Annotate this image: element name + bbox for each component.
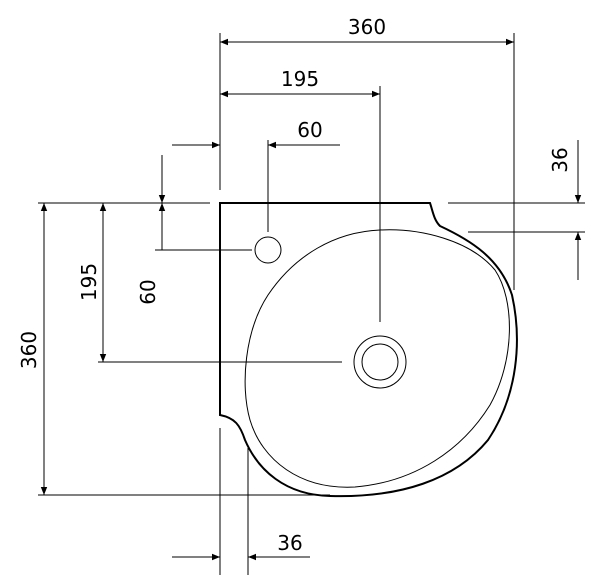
dim-label-left-195: 195 [77,263,101,301]
basin-outer-outline [219,202,518,498]
dim-label-top-360: 360 [348,15,386,39]
drain-inner-ring [361,343,399,381]
drain-outer-ring [353,335,407,389]
tap-hole [254,236,282,264]
dim-label-bottom-36: 36 [277,531,302,555]
dim-label-right-36: 36 [548,147,572,172]
dim-label-top-195: 195 [281,67,319,91]
dimension-lines [40,38,582,561]
basin-bowl-outline [244,229,510,488]
dim-label-top-60: 60 [297,118,322,142]
extension-lines [38,33,585,575]
dimension-labels: 360 195 60 36 360 195 60 36 [17,15,572,555]
basin-body [219,202,518,498]
dim-label-left-60: 60 [136,279,160,304]
dim-label-left-360: 360 [17,331,41,369]
